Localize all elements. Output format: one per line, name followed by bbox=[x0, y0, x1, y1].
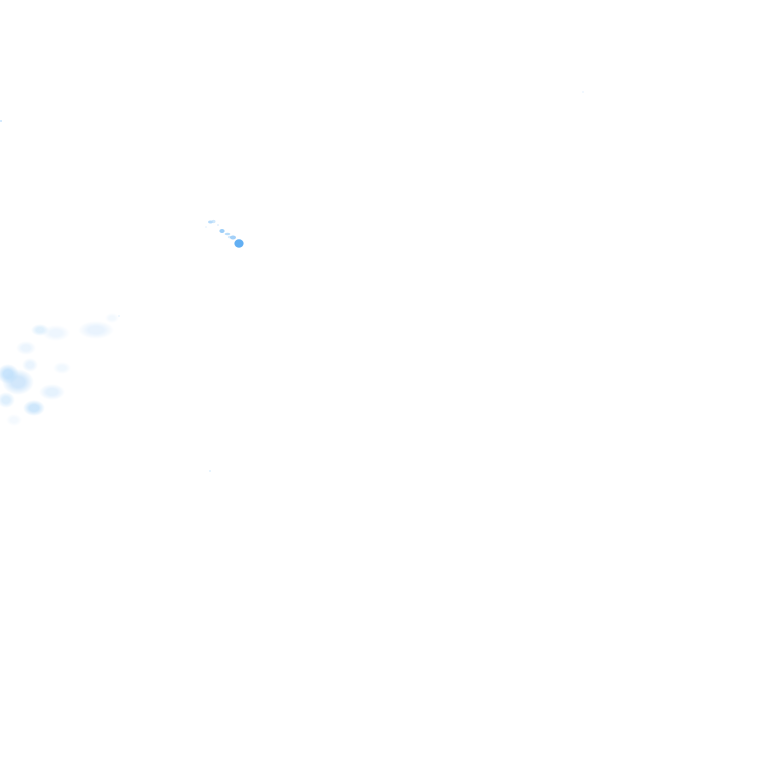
hawaiian-islands-group bbox=[208, 219, 244, 248]
island-molokai bbox=[224, 232, 231, 236]
island-maui bbox=[230, 235, 236, 240]
island-kauai bbox=[211, 219, 216, 224]
island-hawaii bbox=[234, 239, 244, 248]
island-oahu bbox=[219, 229, 225, 233]
